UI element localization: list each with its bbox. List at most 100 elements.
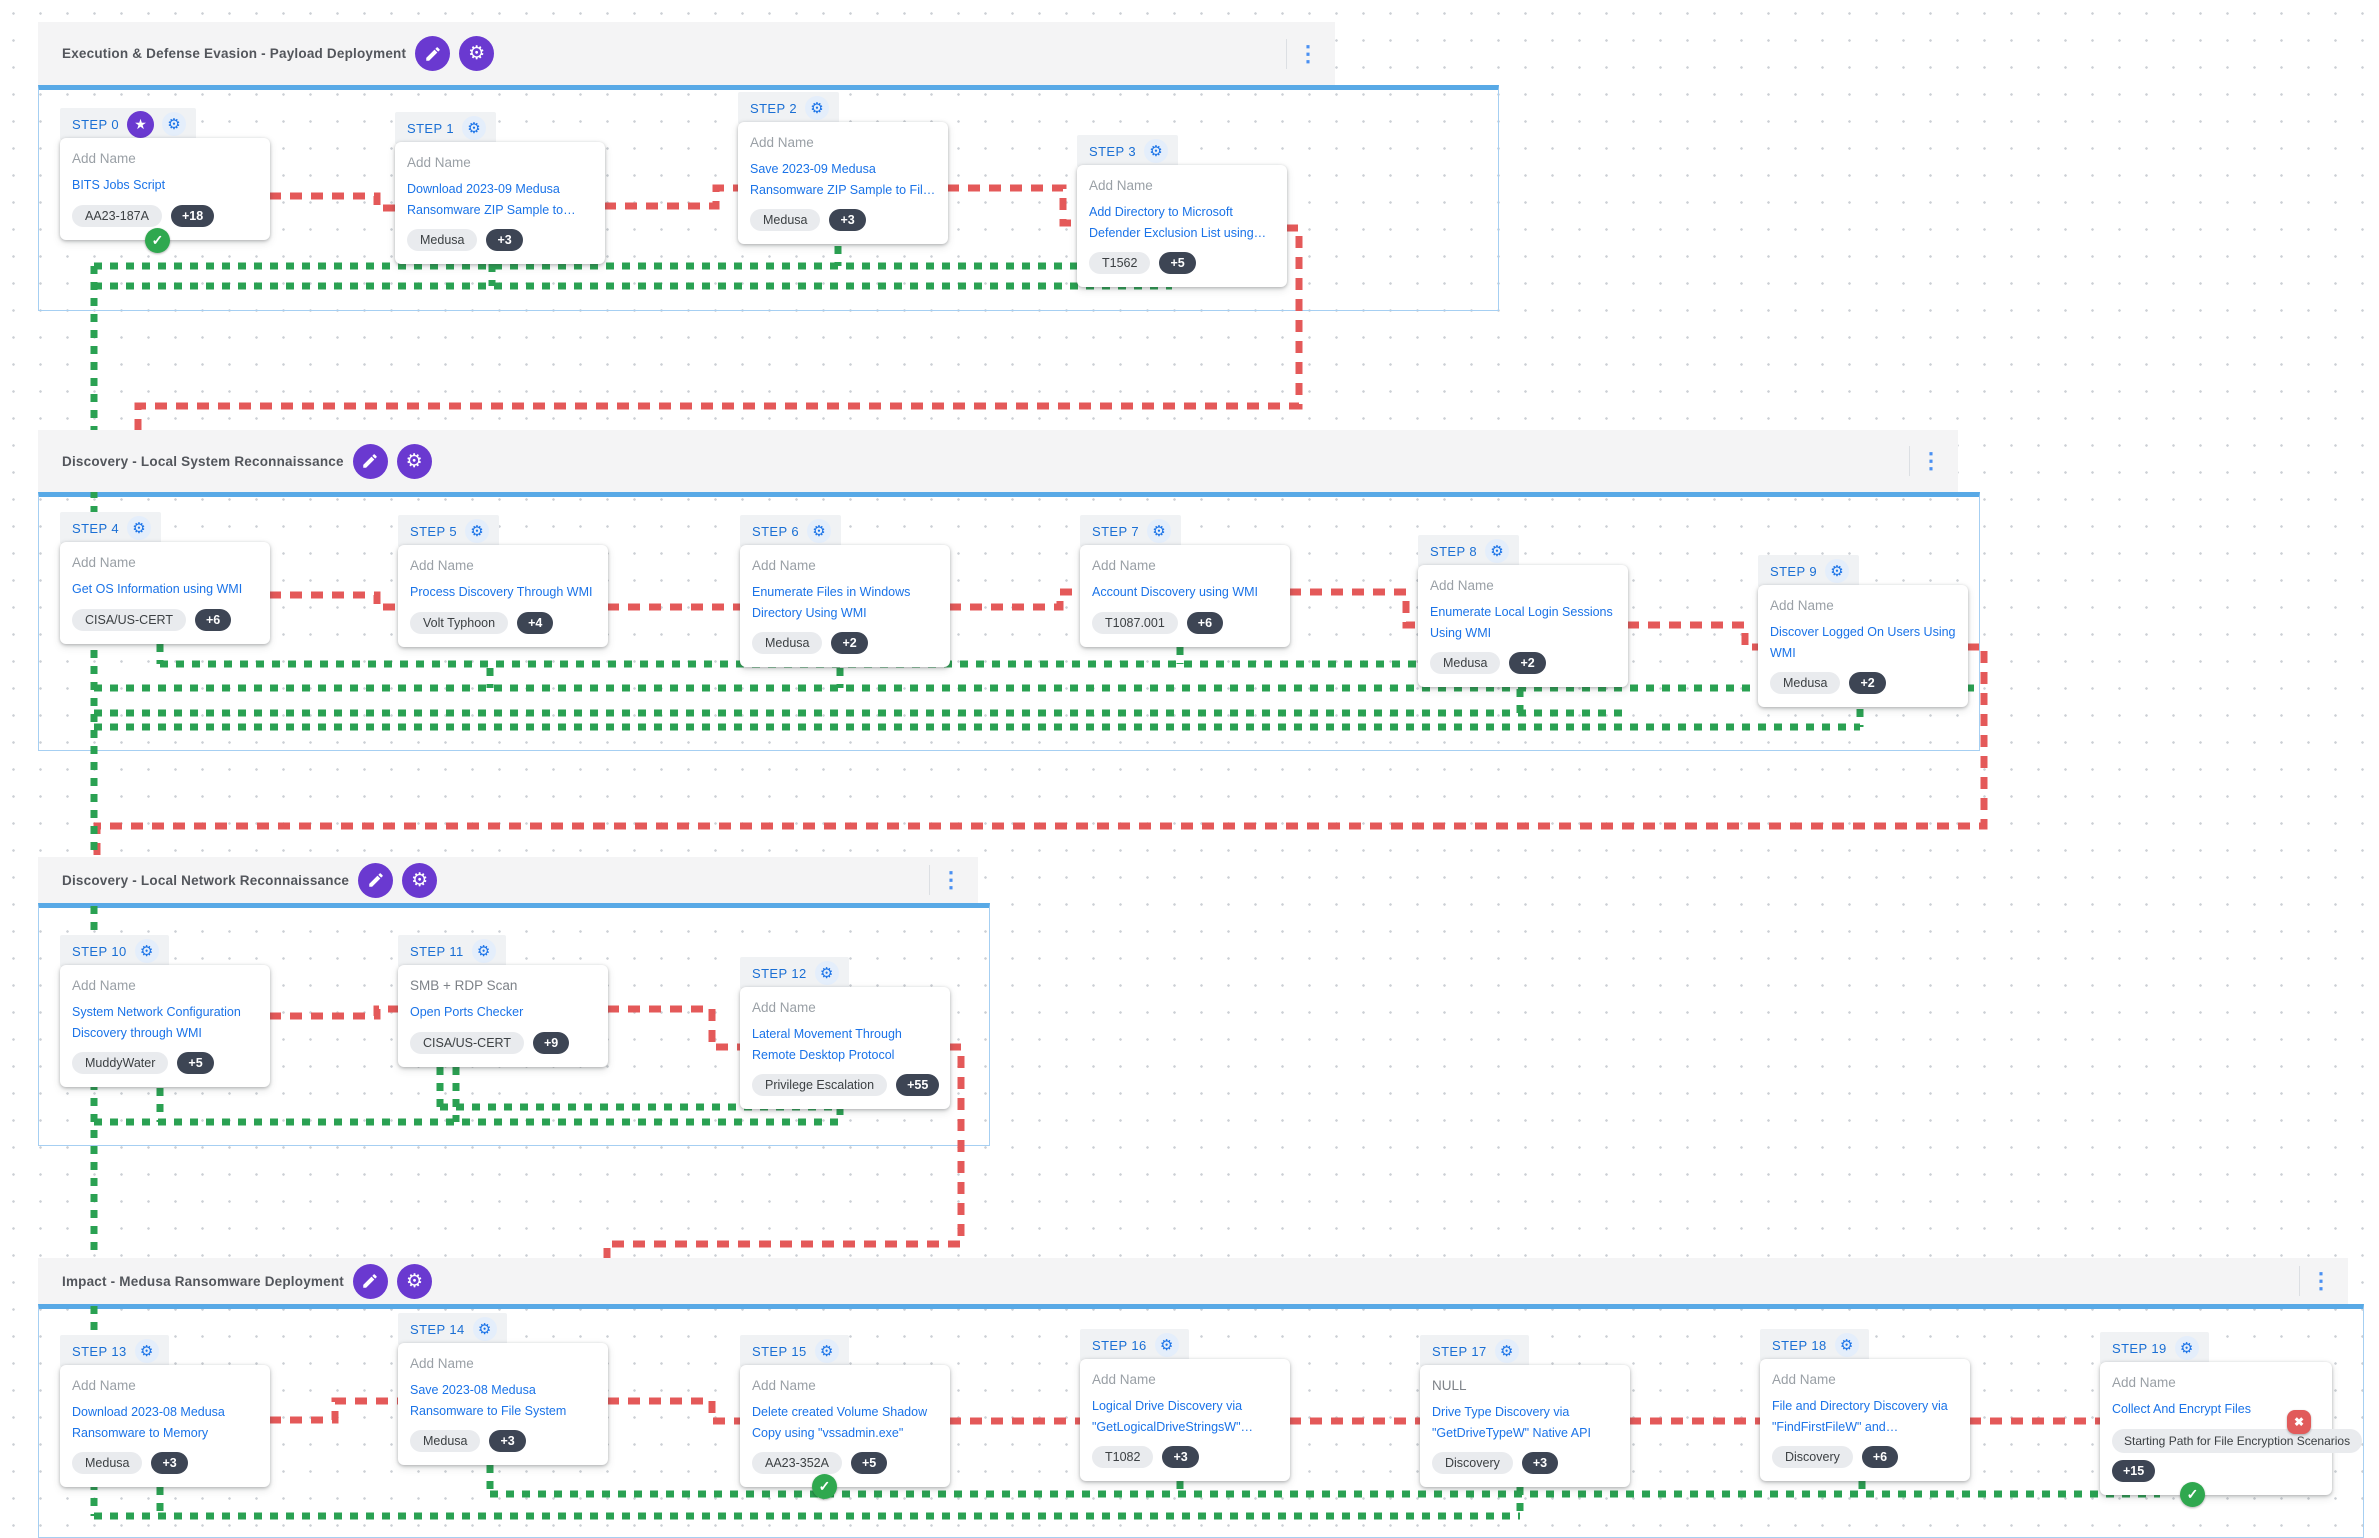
step-name-input[interactable]: Add Name [1092,1372,1156,1387]
step-settings-icon[interactable]: ⚙ [161,112,186,136]
step-settings-icon[interactable]: ⚙ [134,1339,159,1363]
step-settings-icon[interactable]: ⚙ [134,939,159,963]
tag-pill[interactable]: Medusa [752,632,823,655]
more-tags-pill[interactable]: +6 [1186,611,1224,634]
more-tags-pill[interactable]: +15 [2112,1459,2156,1482]
step-card[interactable]: Add Name Get OS Information using WMI CI… [60,542,270,644]
step-card[interactable]: NULL Drive Type Discovery via "GetDriveT… [1420,1365,1630,1488]
tag-pill[interactable]: T1082 [1092,1446,1154,1469]
step-action-link[interactable]: Logical Drive Discovery via "GetLogicalD… [1092,1399,1254,1434]
kebab-menu-icon[interactable]: ⋮ [1297,40,1319,66]
step-card[interactable]: Add Name Save 2023-08 Medusa Ransomware … [398,1343,608,1466]
step-name-input[interactable]: Add Name [1770,598,1834,613]
tag-pill[interactable]: Starting Path for File Encryption Scenar… [2112,1428,2363,1453]
step-action-link[interactable]: Enumerate Files in Windows Directory Usi… [752,585,911,620]
step-name-input[interactable]: Add Name [1092,558,1156,573]
more-tags-pill[interactable]: +5 [1159,252,1196,275]
step-name-input[interactable]: Add Name [752,1000,816,1015]
step-name-input[interactable]: Add Name [1772,1372,1836,1387]
tag-pill[interactable]: Medusa [1770,672,1841,695]
step-settings-icon[interactable]: ⚙ [804,96,829,120]
more-tags-pill[interactable]: +3 [1162,1446,1199,1469]
step-action-link[interactable]: Save 2023-09 Medusa Ransomware ZIP Sampl… [750,162,936,197]
step-card[interactable]: Add Name Process Discovery Through WMI V… [398,545,608,647]
step-settings-icon[interactable]: ⚙ [2174,1336,2199,1360]
step-name-input[interactable]: Add Name [752,1378,816,1393]
auto-configure-icon[interactable]: ⚙ [402,862,438,898]
step-settings-icon[interactable]: ⚙ [126,516,151,540]
step-action-link[interactable]: Drive Type Discovery via "GetDriveTypeW"… [1432,1405,1591,1440]
tag-pill[interactable]: AA23-187A [72,204,162,227]
step-card[interactable]: SMB + RDP Scan Open Ports Checker CISA/U… [398,965,608,1067]
step-settings-icon[interactable]: ⚙ [472,1317,497,1341]
more-tags-pill[interactable]: +2 [831,632,868,655]
more-tags-pill[interactable]: +55 [896,1074,940,1097]
step-action-link[interactable]: Download 2023-09 Medusa Ransomware ZIP S… [407,182,576,217]
edit-icon[interactable] [352,443,388,479]
step-settings-icon[interactable]: ⚙ [464,519,489,543]
step-name-input[interactable]: NULL [1432,1378,1467,1393]
step-name-input[interactable]: Add Name [72,1378,136,1393]
more-tags-pill[interactable]: +4 [517,611,554,634]
step-card[interactable]: Add Name Save 2023-09 Medusa Ransomware … [738,122,948,245]
step-card[interactable]: Add Name Enumerate Local Login Sessions … [1418,565,1628,688]
step-card[interactable]: Add Name Account Discovery using WMI T10… [1080,545,1290,647]
step-settings-icon[interactable]: ⚙ [461,116,486,140]
step-action-link[interactable]: Account Discovery using WMI [1092,585,1259,599]
step-card[interactable]: Add Name Download 2023-09 Medusa Ransomw… [395,142,605,265]
step-card[interactable]: Add Name Logical Drive Discovery via "Ge… [1080,1359,1290,1482]
step-card[interactable]: Add Name Download 2023-08 Medusa Ransomw… [60,1365,270,1488]
step-action-link[interactable]: Delete created Volume Shadow Copy using … [752,1405,928,1440]
more-tags-pill[interactable]: +3 [489,1430,526,1453]
step-settings-icon[interactable]: ⚙ [1494,1339,1519,1363]
step-settings-icon[interactable]: ⚙ [471,939,496,963]
step-card[interactable]: Add Name Discover Logged On Users Using … [1758,585,1968,708]
step-action-link[interactable]: Collect And Encrypt Files [2112,1402,2251,1416]
tag-pill[interactable]: AA23-352A [752,1452,842,1475]
star-icon[interactable]: ★ [126,110,154,138]
tag-pill[interactable]: T1562 [1089,252,1151,275]
step-name-input[interactable]: Add Name [752,558,816,573]
more-tags-pill[interactable]: +2 [1849,672,1886,695]
kebab-menu-icon[interactable]: ⋮ [1920,448,1942,473]
more-tags-pill[interactable]: +5 [177,1052,214,1075]
step-name-input[interactable]: Add Name [407,155,471,170]
step-name-input[interactable]: Add Name [750,135,814,150]
tag-pill[interactable]: Volt Typhoon [410,611,509,634]
step-settings-icon[interactable]: ⚙ [1824,559,1849,583]
step-settings-icon[interactable]: ⚙ [806,519,831,543]
tag-pill[interactable]: Discovery [1772,1446,1853,1469]
tag-pill[interactable]: Medusa [72,1452,143,1475]
edit-icon[interactable] [415,36,451,71]
more-tags-pill[interactable]: +2 [1509,652,1546,675]
tag-pill[interactable]: Medusa [407,229,478,252]
step-action-link[interactable]: Discover Logged On Users Using WMI [1770,625,1956,660]
step-name-input[interactable]: Add Name [410,1356,474,1371]
auto-configure-icon[interactable]: ⚙ [459,36,495,71]
step-settings-icon[interactable]: ⚙ [1484,539,1509,563]
step-action-link[interactable]: Get OS Information using WMI [72,582,243,596]
more-tags-pill[interactable]: +3 [486,229,523,252]
step-card[interactable]: Add Name File and Directory Discovery vi… [1760,1359,1970,1482]
step-card[interactable]: Add Name BITS Jobs Script AA23-187A+18 [60,138,270,240]
step-settings-icon[interactable]: ⚙ [814,1339,839,1363]
kebab-menu-icon[interactable]: ⋮ [2310,1268,2332,1293]
step-action-link[interactable]: Open Ports Checker [410,1005,524,1019]
tag-pill[interactable]: Medusa [750,209,821,232]
step-settings-icon[interactable]: ⚙ [1143,139,1168,163]
step-name-input[interactable]: Add Name [2112,1375,2176,1390]
step-card[interactable]: Add Name Delete created Volume Shadow Co… [740,1365,950,1488]
edit-icon[interactable] [352,1263,388,1299]
auto-configure-icon[interactable]: ⚙ [396,1263,432,1299]
step-settings-icon[interactable]: ⚙ [1154,1333,1179,1357]
step-action-link[interactable]: Process Discovery Through WMI [410,585,593,599]
tag-pill[interactable]: Privilege Escalation [752,1074,888,1097]
step-action-link[interactable]: Add Directory to Microsoft Defender Excl… [1089,205,1267,240]
step-settings-icon[interactable]: ⚙ [1146,519,1171,543]
tag-pill[interactable]: Discovery [1432,1452,1513,1475]
step-settings-icon[interactable]: ⚙ [814,961,839,985]
step-action-link[interactable]: Save 2023-08 Medusa Ransomware to File S… [410,1383,567,1418]
more-tags-pill[interactable]: +9 [532,1031,570,1054]
tag-pill[interactable]: CISA/US-CERT [72,608,186,631]
more-tags-pill[interactable]: +3 [829,209,866,232]
